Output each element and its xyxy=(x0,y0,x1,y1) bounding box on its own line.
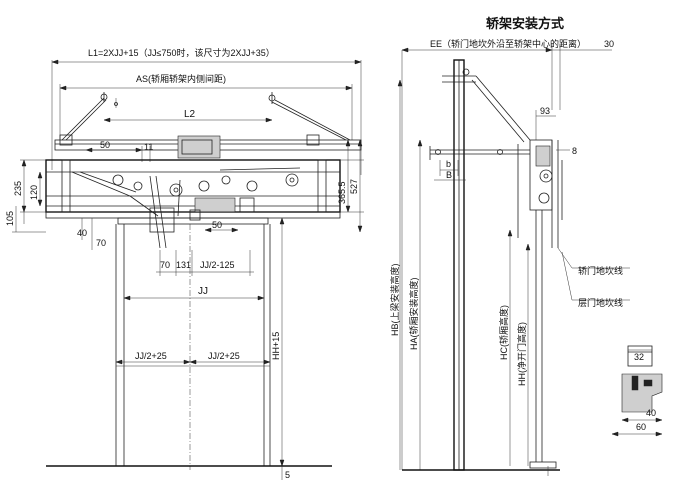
dim-8: 8 xyxy=(572,146,577,156)
dim-50a: 50 xyxy=(100,140,110,150)
dim-32: 32 xyxy=(634,352,644,362)
dim-70: 70 xyxy=(96,238,106,248)
dim-365-5: 365.5 xyxy=(337,181,347,204)
dim-ha: HA(轿厢安装高度) xyxy=(408,278,419,351)
dim-50b: 50 xyxy=(212,220,222,230)
dim-b-small: b xyxy=(446,159,451,169)
dim-30: 30 xyxy=(604,39,614,49)
dim-jj2p25a: JJ/2+25 xyxy=(135,351,167,361)
dim-jj: JJ xyxy=(198,286,208,297)
dim-l2: L2 xyxy=(184,109,196,120)
dim-11: 11 xyxy=(144,142,153,152)
dim-b-big: B xyxy=(446,170,452,180)
dim-jj2-125: JJ/2-125 xyxy=(200,260,235,270)
dim-93: 93 xyxy=(540,106,550,116)
dim-5: 5 xyxy=(285,470,290,480)
dim-hh15: HH+15 xyxy=(271,332,281,360)
dim-l1: L1=2XJJ+15（JJ≤750时，该尺寸为2XJJ+35） xyxy=(88,47,275,58)
dim-70b: 70 xyxy=(160,260,170,270)
side-view: 轿架安装方式 EE（轿门地坎外沿至轿架中心的距离） 30 93 b xyxy=(389,16,663,476)
dim-as: AS(轿厢轿架内侧间距) xyxy=(136,73,226,84)
dim-hh: HH(净开门高度) xyxy=(516,322,527,386)
label-car-sill: 轿门地坎线 xyxy=(578,265,623,276)
dim-ee: EE（轿门地坎外沿至轿架中心的距离） xyxy=(430,38,586,49)
dim-105: 105 xyxy=(5,211,15,226)
dim-120: 120 xyxy=(29,185,39,200)
dim-hb: HB(上梁安装高度) xyxy=(389,264,400,337)
dim-40b: 40 xyxy=(646,408,656,418)
label-landing-sill: 层门地坎线 xyxy=(578,297,623,308)
title-right: 轿架安装方式 xyxy=(486,16,564,31)
dim-hc: HC(轿厢高度) xyxy=(498,305,509,360)
dim-235: 235 xyxy=(13,181,23,196)
dim-527: 527 xyxy=(349,179,359,194)
dim-jj2p25b: JJ/2+25 xyxy=(208,351,240,361)
front-view: L1=2XJJ+15（JJ≤750时，该尺寸为2XJJ+35） AS(轿厢轿架内… xyxy=(5,47,364,480)
dim-60: 60 xyxy=(636,422,646,432)
dim-40: 40 xyxy=(77,228,87,238)
dim-131: 131 xyxy=(176,260,191,270)
